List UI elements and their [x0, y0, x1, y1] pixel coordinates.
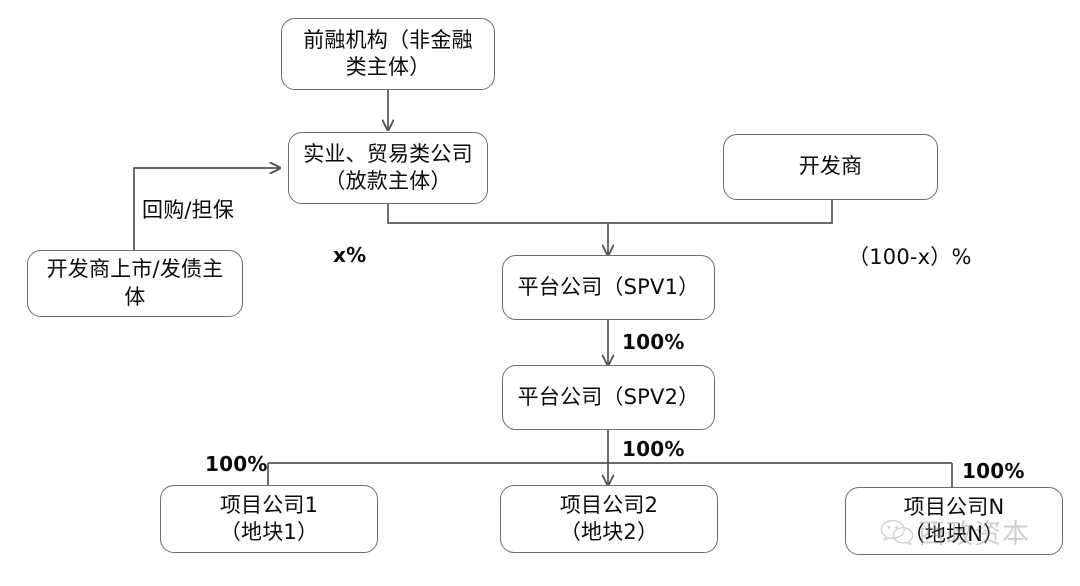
edge-label-spv2-to-projects: 100%: [622, 437, 685, 461]
node-project-2-label: 项目公司2（地块2）: [559, 492, 659, 544]
edge-label-hundred-minus-x-percent: （100-x）%: [848, 245, 972, 269]
node-spv1[interactable]: 平台公司（SPV1）: [502, 255, 715, 320]
node-project-1[interactable]: 项目公司1（地块1）: [160, 485, 378, 553]
node-developer[interactable]: 开发商: [723, 134, 938, 200]
edge-label-x-percent: x%: [333, 243, 367, 267]
node-industrial-trade[interactable]: 实业、贸易类公司（放款主体）: [288, 132, 488, 204]
node-project-2[interactable]: 项目公司2（地块2）: [500, 485, 718, 553]
node-project-n[interactable]: 项目公司N（地块N）: [845, 487, 1063, 555]
node-spv1-label: 平台公司（SPV1）: [517, 274, 700, 299]
node-pre-finance[interactable]: 前融机构（非金融类主体）: [281, 18, 495, 90]
edge-developer-to-junction: [608, 200, 833, 224]
node-pre-finance-label: 前融机构（非金融类主体）: [303, 27, 473, 79]
node-listed-issuer[interactable]: 开发商上市/发债主体: [27, 250, 243, 317]
node-developer-label: 开发商: [798, 154, 863, 179]
node-industrial-trade-label: 实业、贸易类公司（放款主体）: [303, 141, 473, 193]
node-spv2-label: 平台公司（SPV2）: [517, 384, 700, 409]
edge-industrial-to-junction: [387, 204, 608, 224]
edge-label-project-1-share: 100%: [205, 452, 268, 476]
edge-label-project-n-share: 100%: [962, 459, 1025, 483]
node-project-1-label: 项目公司1（地块1）: [219, 492, 319, 544]
node-listed-issuer-label: 开发商上市/发债主体: [46, 257, 224, 309]
edge-label-repurchase-guarantee: 回购/担保: [142, 198, 235, 222]
node-spv2[interactable]: 平台公司（SPV2）: [502, 365, 715, 430]
edge-label-spv1-to-spv2: 100%: [622, 330, 685, 354]
node-project-n-label: 项目公司N（地块N）: [903, 494, 1005, 546]
